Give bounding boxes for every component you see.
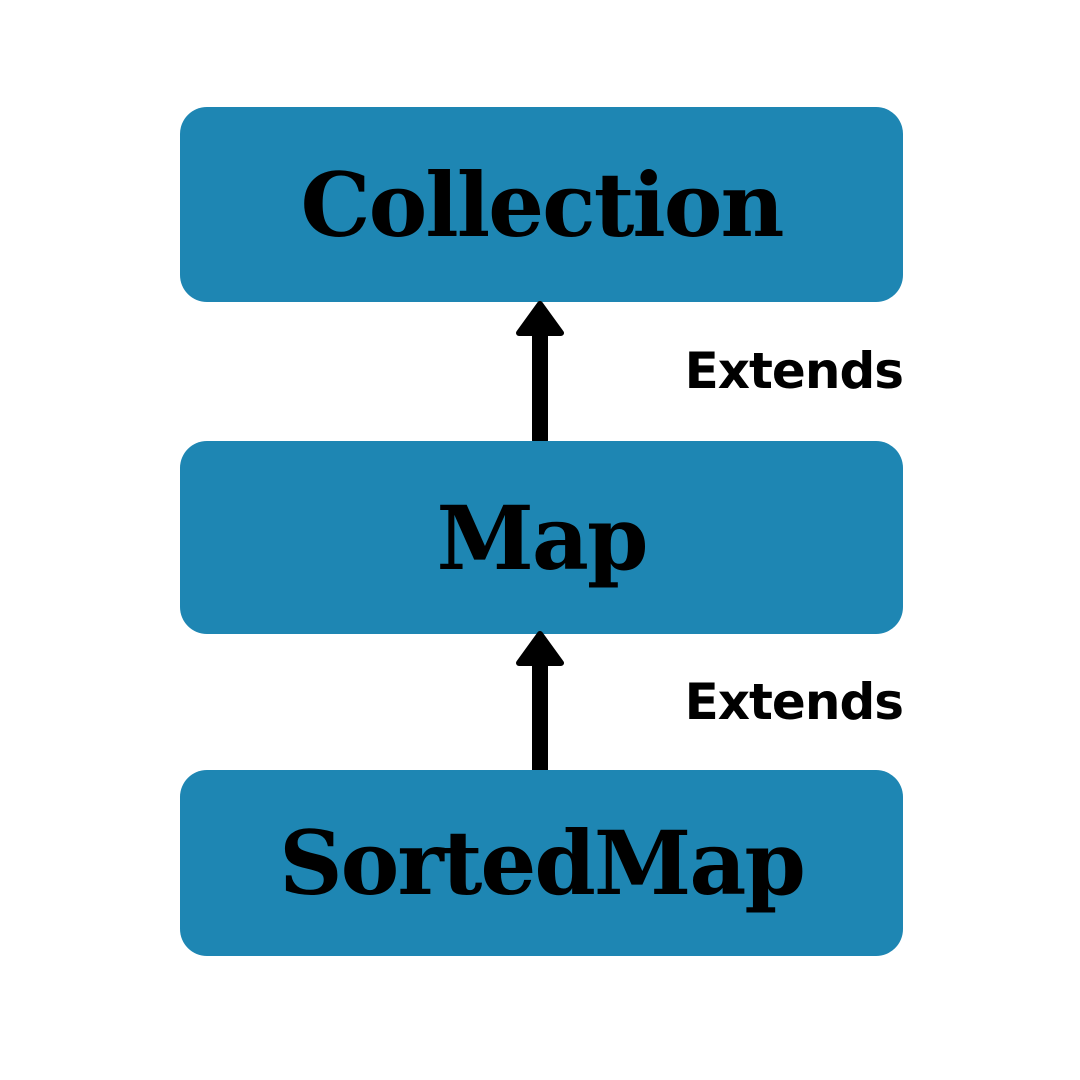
edge-label-extends-2: Extends (684, 673, 904, 731)
arrow-up-icon (516, 631, 564, 777)
node-collection-label: Collection (300, 152, 785, 257)
edge-label-extends-1: Extends (684, 342, 904, 400)
arrow-head (516, 631, 564, 666)
arrow-head (516, 301, 564, 336)
node-map-label: Map (436, 485, 649, 590)
node-sortedmap: SortedMap (180, 770, 903, 956)
arrow-up-icon (516, 301, 564, 447)
node-sortedmap-label: SortedMap (279, 811, 806, 915)
node-collection: Collection (180, 107, 903, 302)
node-map: Map (180, 441, 903, 634)
